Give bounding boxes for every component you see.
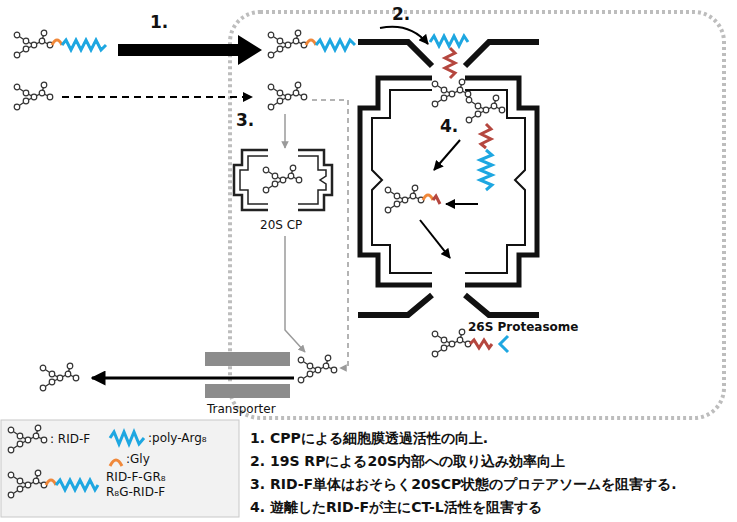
- outline-stroke: [372, 90, 432, 273]
- inhibition-arrow: [446, 203, 478, 205]
- uptake-arrow: [118, 35, 262, 65]
- rid-f-icon: [14, 82, 53, 110]
- node-label: 26S Proteasome: [468, 320, 578, 335]
- outline-stroke: [240, 156, 268, 204]
- release-arrow: [285, 236, 305, 352]
- proteasome-26s: 26S Proteasome: [350, 30, 570, 340]
- poly-arg-chain: [62, 40, 106, 50]
- legend-rid-f-sample: [8, 425, 47, 453]
- legend-box: [1, 420, 239, 517]
- legend-text: : RID-F: [50, 432, 108, 447]
- legend-text: :poly-Arg₈: [148, 431, 236, 446]
- note-line: 2. 19S RPによる20S内部への取り込み効率向上: [250, 453, 735, 471]
- legend-conjugate-gly: [46, 480, 56, 485]
- rid-f-icon: [432, 329, 471, 357]
- peptide-chain: [433, 196, 440, 204]
- note-line: 4. 遊離したRID-Fが主にCT-L活性を阻害する: [250, 499, 735, 517]
- outline-stroke: [465, 78, 537, 285]
- transporter-wall: [205, 384, 290, 398]
- outline-stroke: [465, 90, 525, 273]
- legend-text: :Gly: [126, 452, 186, 467]
- gly-linker: [306, 40, 316, 45]
- node-label: Transporter: [207, 402, 276, 417]
- rid-f-icon: [14, 30, 53, 58]
- note-line: 1. CPPによる細胞膜透過活性の向上.: [250, 430, 735, 448]
- cell-membrane: [230, 12, 724, 418]
- transporter-channel: Transporter: [205, 348, 300, 420]
- callout-number: 1.: [150, 12, 180, 33]
- gly-linker: [52, 40, 62, 45]
- exit-arrow: [420, 220, 450, 258]
- peptide-chain: [445, 48, 455, 78]
- outline-stroke: [358, 295, 432, 315]
- outline-stroke: [358, 42, 432, 66]
- binding-arrow: [284, 114, 286, 148]
- rid-f-icon: [263, 165, 302, 193]
- outline-stroke: [298, 150, 332, 210]
- rid-f-icon: [268, 82, 307, 110]
- outline-stroke: [360, 78, 432, 285]
- poly-arg-fragment: [500, 336, 508, 352]
- rid-f-icon: [298, 355, 337, 383]
- proteasome-26s-outline: [350, 30, 570, 340]
- export-arrow: [92, 377, 294, 380]
- rid-f-icon: [40, 363, 79, 391]
- legend-gly-sample: [110, 460, 122, 466]
- callout-number: 2.: [392, 4, 422, 25]
- core-particle: 20S CP: [228, 140, 338, 240]
- note-line: 3. RID-F単体はおそらく20SCP状態のプロテアソームを阻害する.: [250, 476, 735, 494]
- poly-arg-chain: [430, 36, 468, 46]
- peptide-chain: [481, 124, 491, 148]
- rid-f-icon: [466, 95, 505, 123]
- outline-stroke: [234, 150, 268, 210]
- legend-conjugate-sample: [8, 470, 47, 498]
- callout-number: 3.: [236, 110, 266, 131]
- callout-number: 4.: [440, 116, 470, 137]
- peptide-fragment: [470, 340, 492, 348]
- legend-poly-arg-sample: [110, 432, 144, 444]
- legend-conjugate-arg: [56, 480, 98, 490]
- transporter-wall: [205, 352, 290, 366]
- rid-f-icon: [385, 185, 424, 213]
- outline-stroke: [298, 156, 326, 204]
- node-label: 20S CP: [260, 218, 302, 233]
- bypass-path: [312, 100, 348, 368]
- passive-uptake-arrow: [62, 96, 252, 98]
- rid-f-icon: [268, 30, 307, 58]
- poly-arg-chain: [480, 150, 492, 190]
- poly-arg-chain: [316, 40, 355, 50]
- cleavage-arrow: [434, 140, 460, 170]
- gly-linker: [423, 195, 433, 200]
- legend-text: RID-F-GR₈ R₈G-RID-F: [106, 470, 186, 500]
- rid-f-icon: [432, 79, 471, 107]
- outline-stroke: [465, 295, 539, 315]
- outline-stroke: [465, 42, 539, 66]
